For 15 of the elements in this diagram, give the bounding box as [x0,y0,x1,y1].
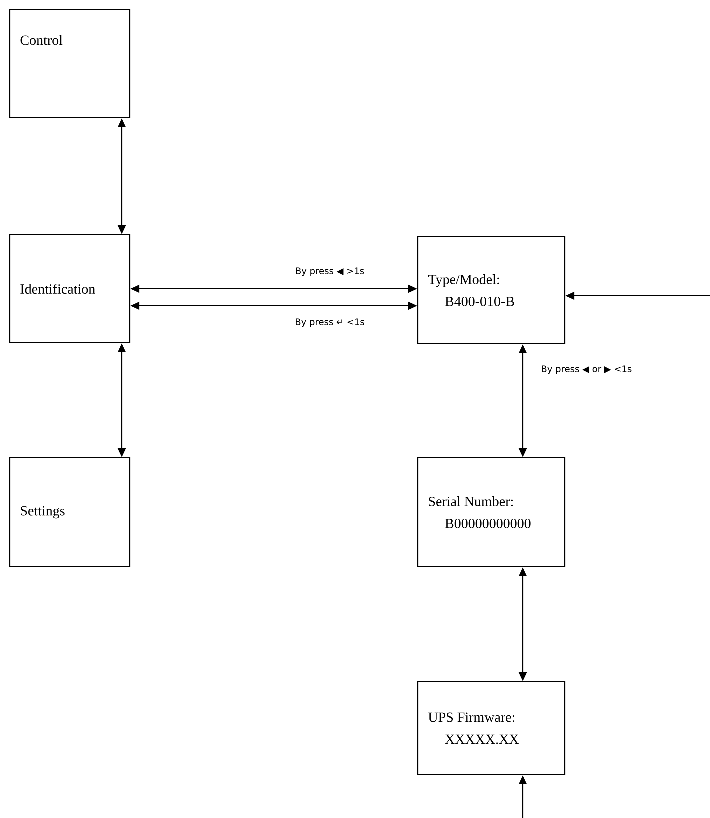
edge-label: By press ◀ or ▶ <1s [540,364,634,376]
screen-box [9,234,131,344]
edge-label: By press ◀ >1s [294,266,366,278]
screen-box [9,9,131,119]
screen-box [417,457,566,568]
edge-label: By press ↵ <1s [294,318,366,328]
box-text: Identification [20,284,96,294]
box-text: Settings [21,506,65,519]
box-text: Serial Number: B00000000000 [429,496,531,528]
screen-box [417,236,566,345]
box-text: Control [20,35,63,46]
box-text: UPS Firmware: XXXXX.XX [428,712,520,744]
screen-box [417,681,566,776]
box-text: Type/Model: B400-010-B [428,274,514,306]
screen-box [9,457,131,568]
